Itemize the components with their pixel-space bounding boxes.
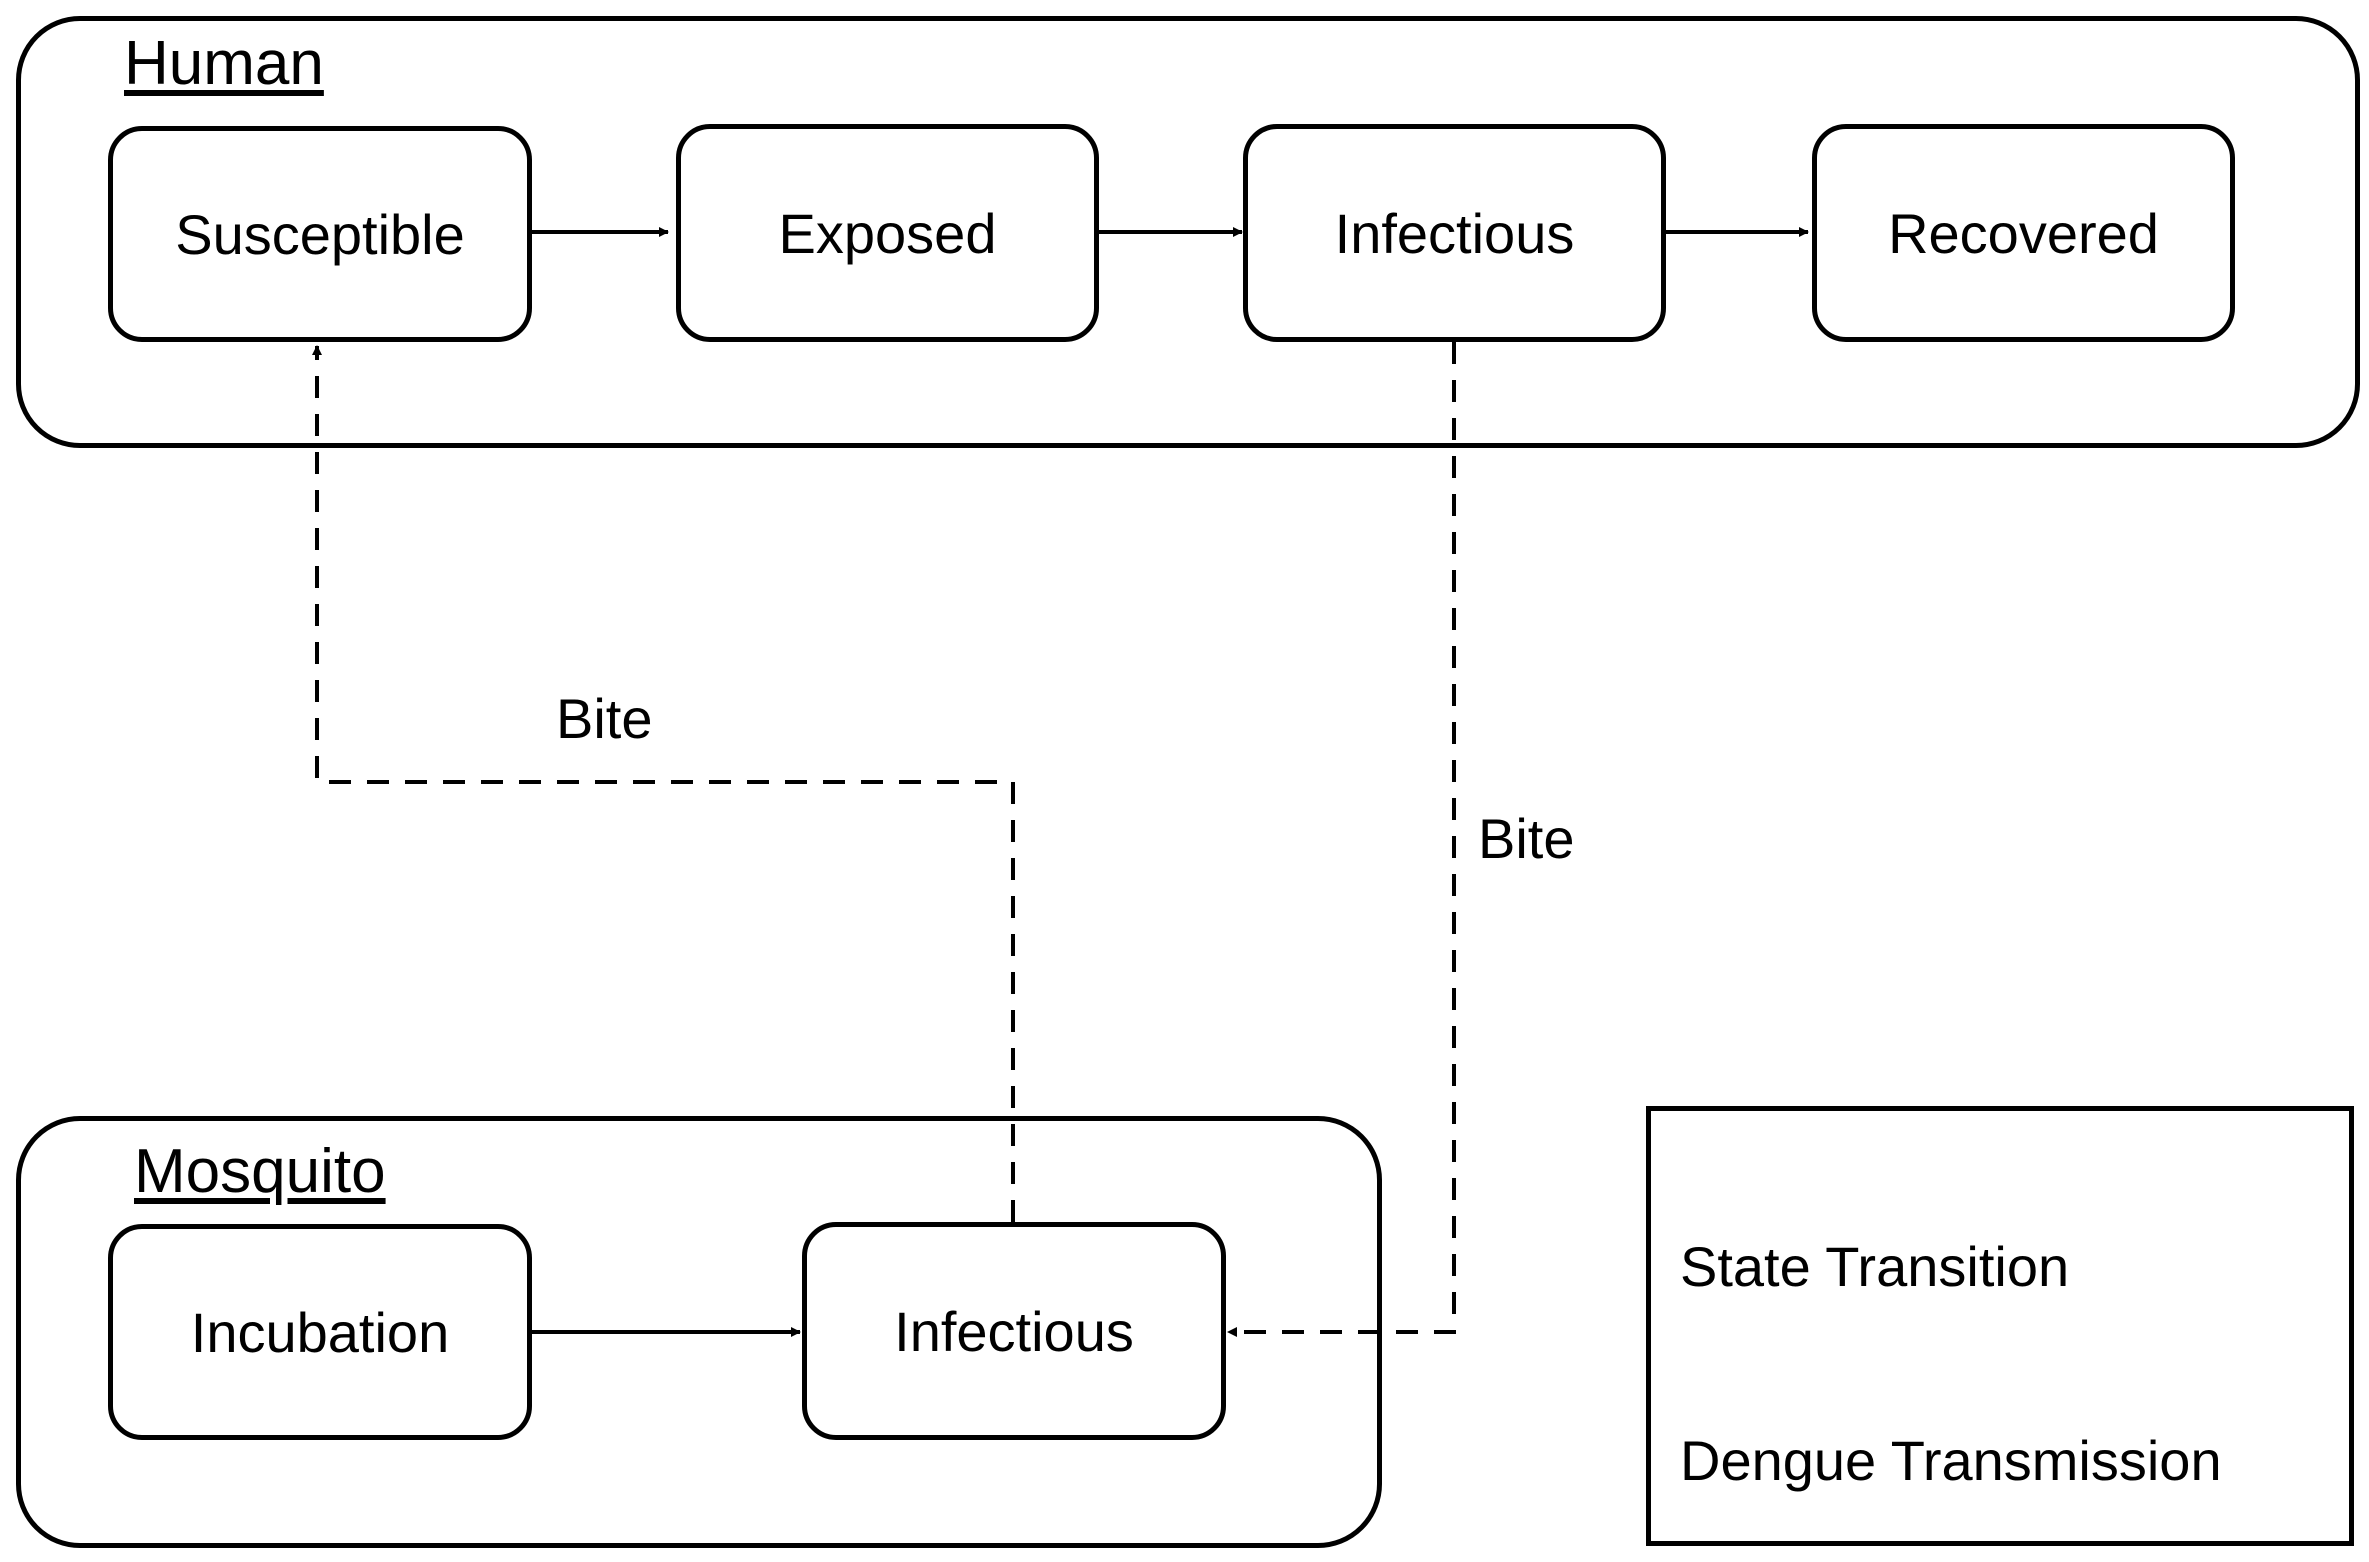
- human-panel: [16, 16, 2360, 448]
- bite-label-to-mosquito: Bite: [1478, 807, 1575, 870]
- mosquito-panel: [16, 1116, 1382, 1548]
- state-susceptible: Susceptible: [108, 126, 532, 342]
- state-infectious-human: Infectious: [1243, 124, 1666, 342]
- human-panel-title: Human: [124, 29, 324, 98]
- legend-dengue-transmission-label: Dengue Transmission: [1680, 1429, 2222, 1492]
- dashed-bite-to-human: [312, 345, 1015, 1222]
- bite-label-to-human: Bite: [556, 687, 653, 750]
- state-infectious-mosquito: Infectious: [802, 1222, 1226, 1440]
- dashed-bite-to-mosquito: [1227, 342, 1456, 1337]
- legend: [1646, 1106, 2354, 1546]
- mosquito-panel-title: Mosquito: [134, 1137, 386, 1206]
- legend-state-transition-label: State Transition: [1680, 1235, 2070, 1298]
- state-recovered: Recovered: [1812, 124, 2235, 342]
- state-exposed: Exposed: [676, 124, 1099, 342]
- state-incubation: Incubation: [108, 1224, 532, 1440]
